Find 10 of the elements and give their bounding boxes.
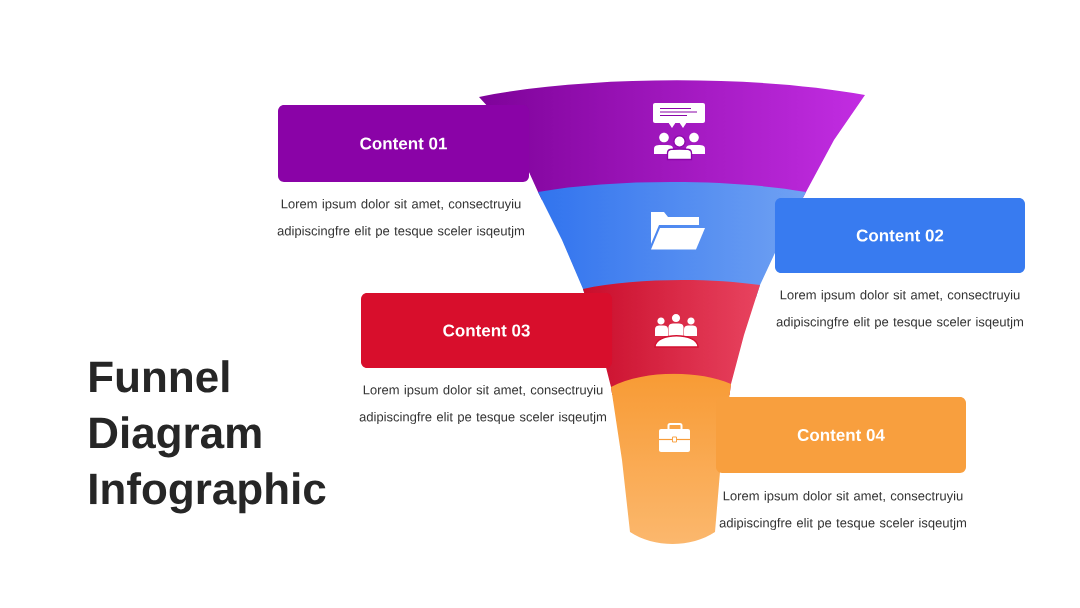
node-label: Content 01 [360, 137, 447, 150]
description-text: Lorem ipsum dolor sit amet, consectruyiu adipiscingfre elit pe tesque sceler isqeutjm [776, 289, 1023, 330]
content-box: Content 04 [716, 397, 966, 473]
description-text: Lorem ipsum dolor sit amet, consectruyiu adipiscingfre elit pe tesque sceler isqeutjm [277, 198, 524, 239]
content-box: Content 01 [278, 105, 529, 182]
title: Funnel Diagram Infographic [90, 360, 326, 514]
content-box: Content 02 [775, 198, 1025, 273]
description-text: Lorem ipsum dolor sit amet, consectruyiu adipiscingfre elit pe tesque sceler isqeutjm [359, 384, 606, 425]
description-text: Lorem ipsum dolor sit amet, consectruyiu adipiscingfre elit pe tesque sceler isqeutjm [719, 490, 966, 531]
content-box: Content 03 [361, 293, 612, 368]
